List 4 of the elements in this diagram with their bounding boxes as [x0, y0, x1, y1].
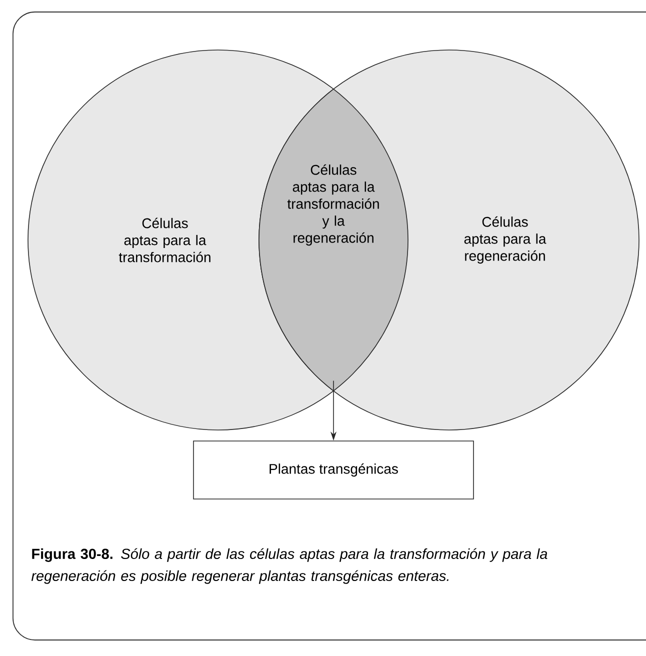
node-label: Células aptas para la regeneración	[464, 216, 546, 264]
caption: Figura 30-8. Sólo a partir de las células aptas para la transformación y para la regeneración es posible regenerar plantas transgénicas enteras.	[31, 548, 548, 584]
overlap-region: Células aptas para la transformación y la regeneración	[259, 50, 408, 430]
process-box: Plantas transgénicas	[193, 440, 474, 500]
